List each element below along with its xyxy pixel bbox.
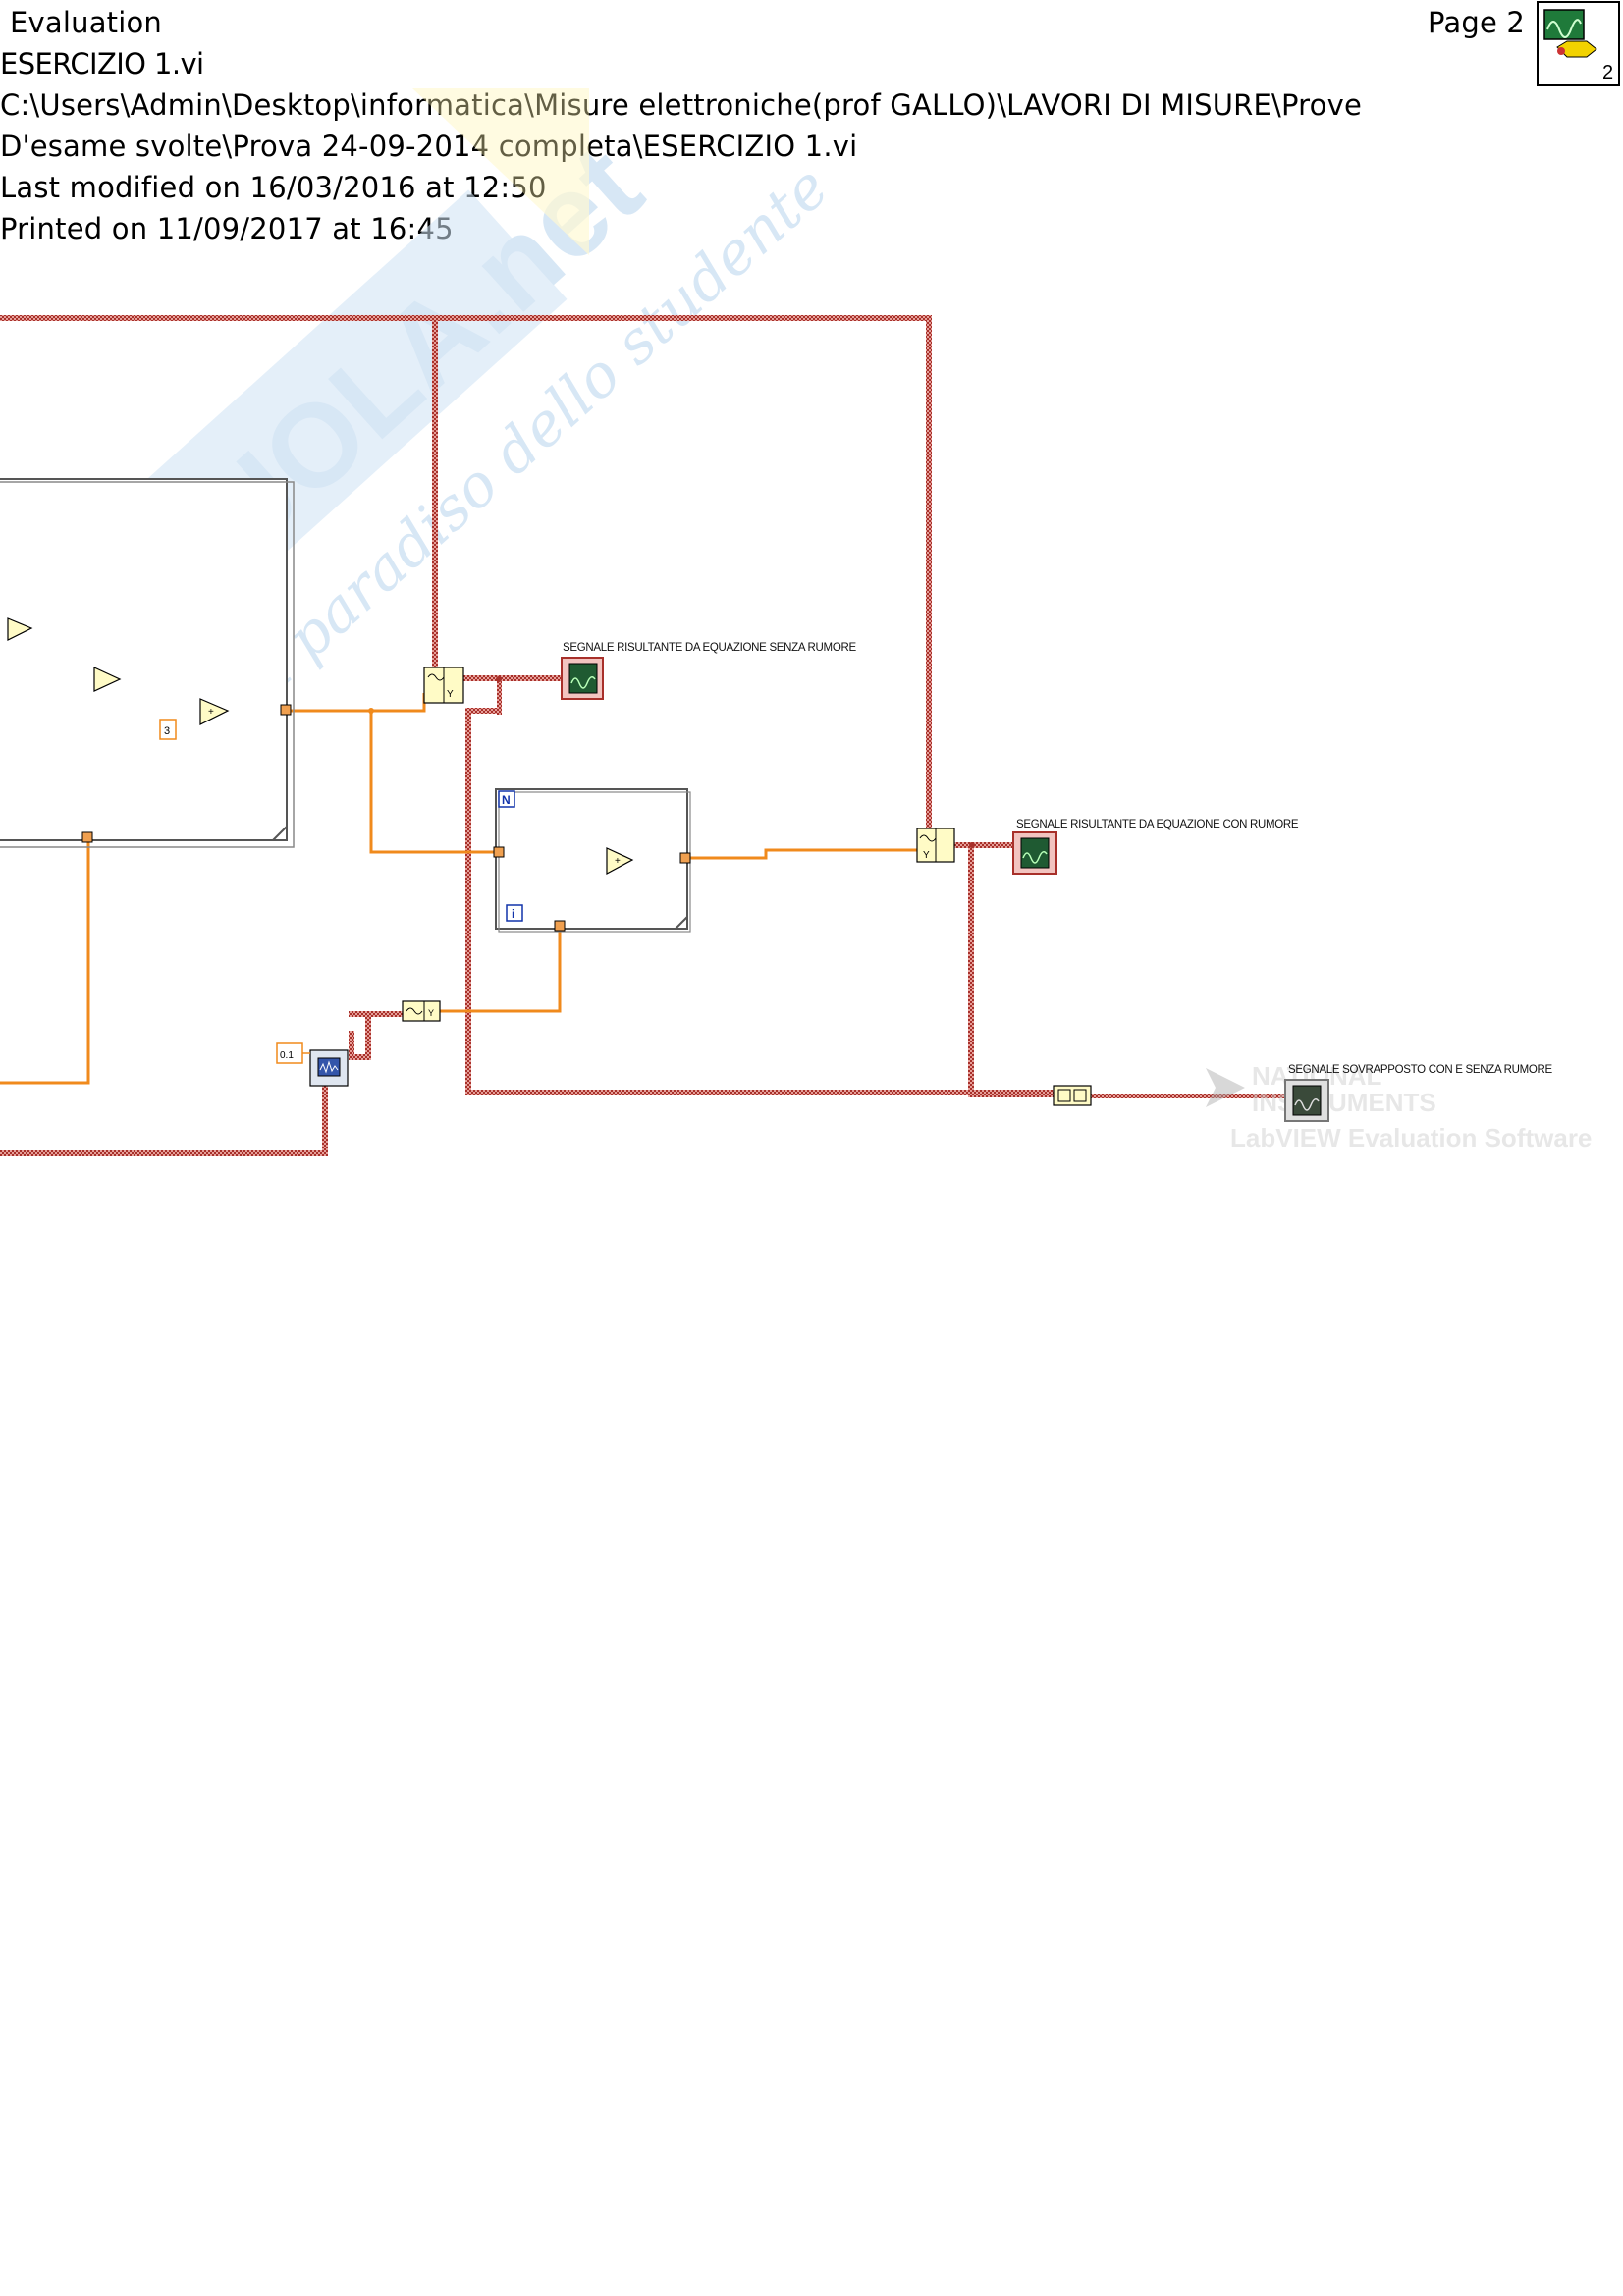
- constant-three-value: 3: [164, 725, 170, 737]
- vi-icon: 2: [1538, 2, 1619, 85]
- ni-logo-line2: INSTRUMENTS: [1252, 1088, 1436, 1117]
- build-waveform-upper[interactable]: Y: [424, 667, 463, 703]
- svg-text:+: +: [208, 707, 214, 718]
- tunnel-out-loop: [680, 853, 690, 863]
- svg-text:Y: Y: [447, 689, 454, 700]
- tunnel-out-case-bottom: [82, 832, 92, 842]
- svg-text:Y: Y: [923, 850, 930, 861]
- svg-text:Y: Y: [428, 1008, 434, 1018]
- label-with-noise: SEGNALE RISULTANTE DA EQUAZIONE CON RUMO…: [1016, 819, 1299, 830]
- label-no-noise: SEGNALE RISULTANTE DA EQUAZIONE SENZA RU…: [563, 642, 856, 654]
- wire-junction: [368, 708, 374, 714]
- graph-with-noise[interactable]: [1013, 832, 1056, 874]
- ni-eval-text: LabVIEW Evaluation Software: [1230, 1123, 1592, 1152]
- build-array[interactable]: [1054, 1086, 1091, 1105]
- build-waveform-lower[interactable]: Y: [917, 828, 954, 862]
- graph-overlay[interactable]: [1285, 1080, 1328, 1121]
- svg-text:+: +: [615, 856, 621, 867]
- graph-no-noise[interactable]: [562, 658, 603, 699]
- constant-noise-value: 0.1: [280, 1050, 294, 1061]
- wire-junction-lower: [969, 842, 975, 848]
- loop-count: N: [502, 793, 511, 807]
- loop-index: i: [512, 907, 514, 921]
- vi-icon-badge: 2: [1602, 62, 1613, 83]
- for-loop[interactable]: N i: [496, 789, 690, 932]
- constant-noise[interactable]: 0.1: [277, 1043, 302, 1063]
- label-overlay: SEGNALE SOVRAPPOSTO CON E SENZA RUMORE: [1288, 1064, 1553, 1076]
- noise-generator[interactable]: [310, 1050, 348, 1086]
- tunnel-out-case: [281, 705, 291, 715]
- wire-junction-waveform: [496, 676, 502, 682]
- constant-three[interactable]: 3: [160, 720, 176, 739]
- case-structure[interactable]: [0, 479, 294, 847]
- tunnel-noise-loop: [555, 921, 565, 931]
- build-waveform-noise[interactable]: Y: [403, 1001, 440, 1021]
- tunnel-in-loop: [494, 847, 504, 857]
